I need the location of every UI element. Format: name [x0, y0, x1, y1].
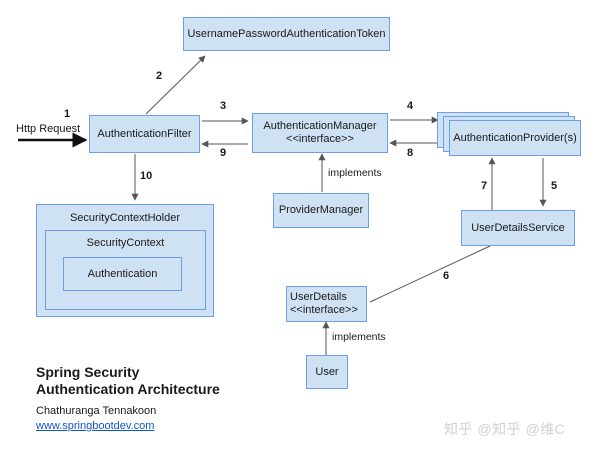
step-2: 2 [156, 70, 163, 82]
diagram-title: Spring Security Authentication Architect… [36, 364, 220, 398]
user-details-box: UserDetails <<interface>> [286, 286, 367, 322]
implements-label-user-details: implements [332, 331, 386, 343]
step-4: 4 [407, 100, 414, 112]
implements-label-manager: implements [328, 167, 382, 179]
user-details-service-label: UserDetailsService [471, 221, 565, 234]
step-9: 9 [220, 147, 227, 159]
http-request-label: Http Request [16, 123, 81, 135]
token-box: UsernamePasswordAuthenticationToken [183, 17, 390, 51]
provider-label: AuthenticationProvider(s) [453, 131, 577, 144]
provider-manager-label: ProviderManager [278, 204, 364, 216]
security-context-holder-label: SecurityContextHolder [69, 212, 181, 224]
watermark: 知乎 @知乎 @维C [444, 421, 566, 437]
user-details-stereotype: <<interface>> [290, 304, 358, 316]
arrow-step-2 [145, 55, 206, 115]
step-6: 6 [443, 270, 450, 282]
manager-stereotype: <<interface>> [286, 133, 354, 145]
filter-box: AuthenticationFilter [89, 115, 200, 153]
token-label: UsernamePasswordAuthenticationToken [187, 27, 386, 40]
title-line-2: Authentication Architecture [36, 381, 220, 397]
user-details-label: UserDetails [290, 291, 347, 303]
connector-step-6 [369, 245, 491, 303]
security-context: SecurityContext Authentication [45, 230, 206, 310]
security-context-label: SecurityContext [86, 237, 165, 249]
user-box: User [306, 355, 348, 389]
authentication-label: Authentication [87, 267, 158, 280]
user-details-service-box: UserDetailsService [461, 210, 575, 246]
step-10: 10 [140, 170, 153, 182]
authentication-box: Authentication [63, 257, 182, 291]
manager-label: AuthenticationManager [263, 120, 377, 132]
manager-box: AuthenticationManager <<interface>> [252, 113, 388, 153]
user-label: User [315, 365, 339, 378]
author-name: Chathuranga Tennakoon [36, 405, 157, 417]
security-context-holder: SecurityContextHolder SecurityContext Au… [36, 204, 214, 317]
step-3: 3 [220, 100, 227, 112]
provider-manager-box: ProviderManager [273, 193, 369, 228]
provider-box: AuthenticationProvider(s) [449, 120, 581, 156]
step-8: 8 [407, 147, 414, 159]
step-1: 1 [64, 108, 71, 120]
filter-label: AuthenticationFilter [97, 127, 192, 140]
step-7: 7 [481, 180, 488, 192]
step-5: 5 [551, 180, 558, 192]
website-link[interactable]: www.springbootdev.com [36, 420, 155, 432]
title-line-1: Spring Security [36, 364, 140, 380]
